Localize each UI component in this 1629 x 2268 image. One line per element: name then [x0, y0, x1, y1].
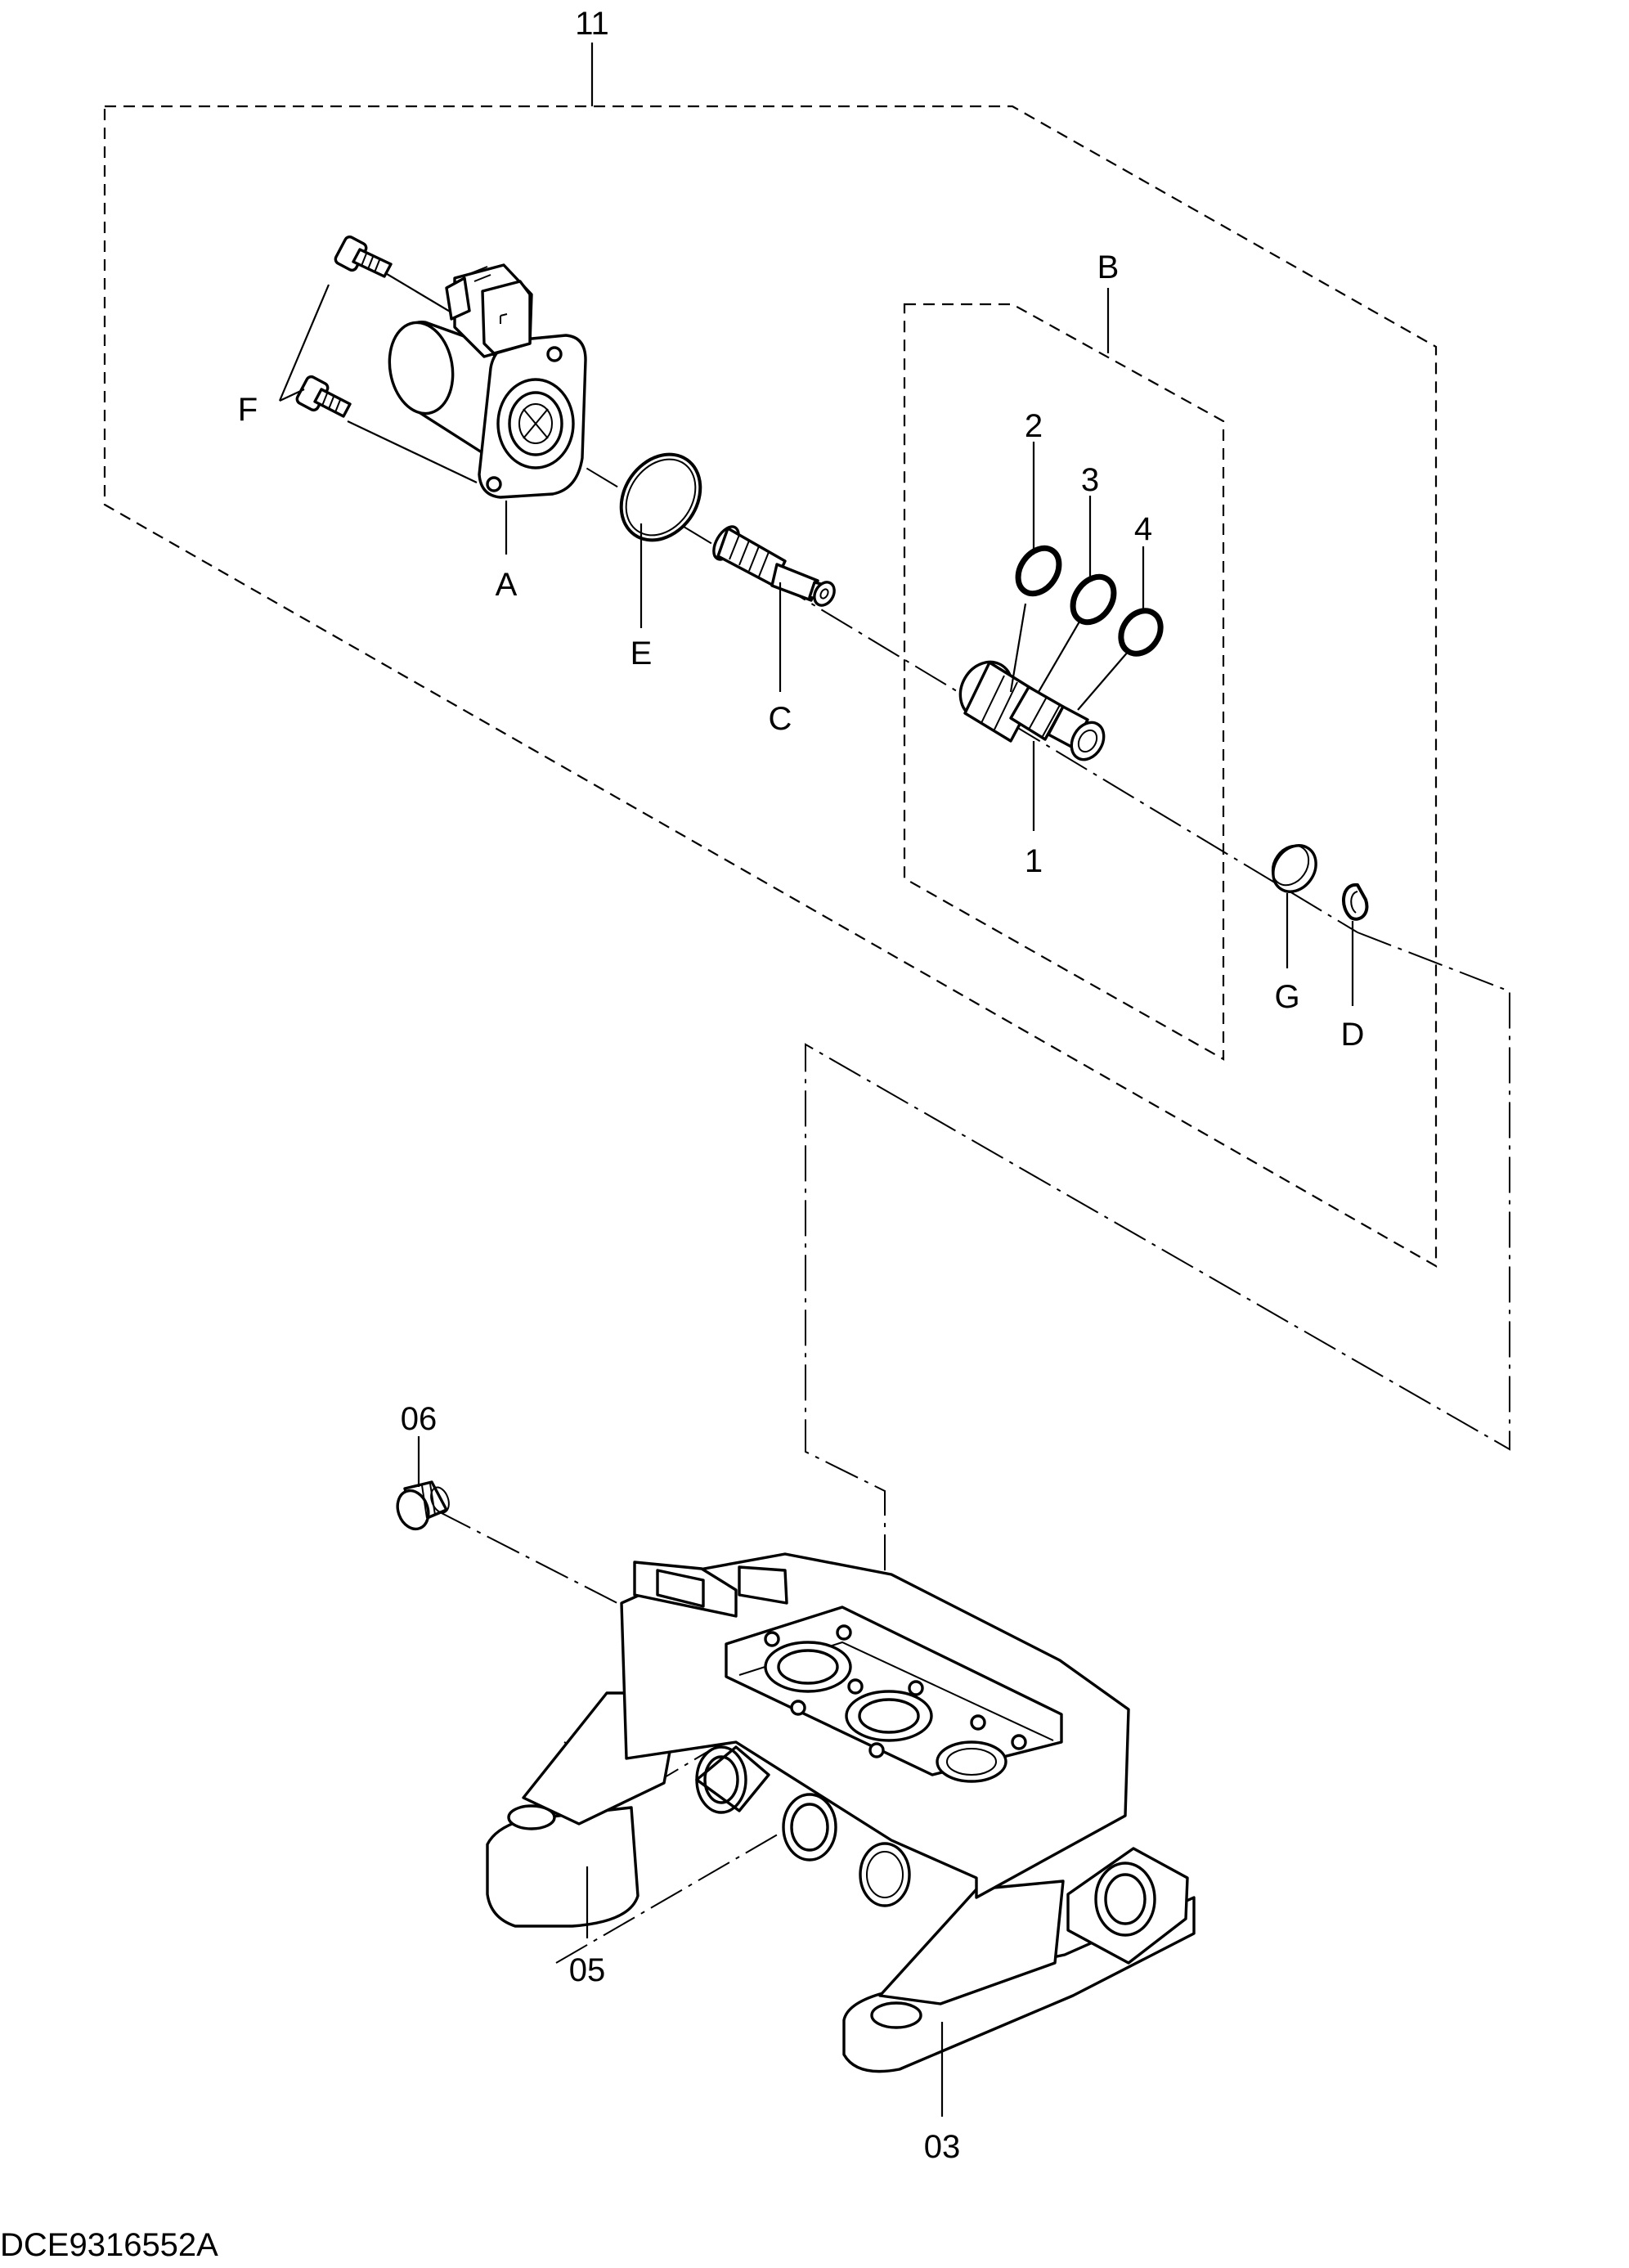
label-3: 3	[1081, 462, 1099, 498]
label-03: 03	[924, 2129, 961, 2165]
plug-g	[1271, 844, 1317, 893]
valve-body	[486, 1552, 1196, 2073]
oring-e	[619, 452, 702, 542]
plug-06	[396, 1480, 450, 1531]
bolt-upper	[334, 235, 460, 318]
label-b: B	[1097, 249, 1120, 285]
sleeve-1	[958, 660, 1106, 761]
label-g: G	[1274, 979, 1299, 1015]
label-e: E	[631, 635, 653, 671]
spool-c	[712, 525, 836, 607]
backup-ring-d	[1341, 882, 1369, 921]
label-f: F	[238, 392, 258, 428]
drawing-code: DCE9316552A	[0, 2227, 218, 2263]
label-d: D	[1341, 1017, 1365, 1053]
label-06: 06	[401, 1401, 438, 1437]
bolts-f-leader	[278, 284, 330, 402]
solenoid-valve	[388, 263, 587, 499]
oring-4	[1118, 608, 1164, 657]
label-2: 2	[1025, 408, 1043, 444]
leader-lines	[417, 442, 1354, 2117]
oring-2	[1015, 545, 1062, 597]
bolt-lower	[295, 375, 478, 483]
label-05: 05	[569, 1952, 606, 1988]
oring-3	[1070, 573, 1117, 626]
label-11: 11	[575, 6, 609, 42]
label-c: C	[769, 701, 792, 737]
group-b-boundary	[903, 288, 1225, 1061]
label-a: A	[496, 567, 518, 603]
assembly-11-boundary	[103, 43, 1438, 1268]
label-4: 4	[1134, 511, 1152, 547]
label-1: 1	[1025, 843, 1043, 879]
